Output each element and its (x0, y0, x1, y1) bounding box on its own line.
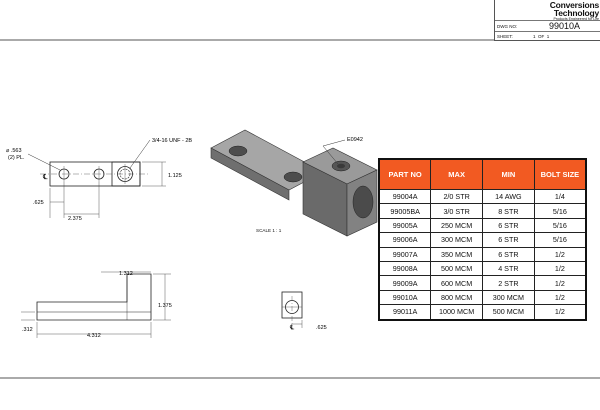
iso-tab-hole-2 (283, 171, 303, 183)
table-cell: 99008A (378, 260, 432, 277)
end-offset-dim: .625 (316, 325, 327, 331)
table-cell: 500 MCM (430, 260, 483, 277)
col-header-bolt-size: BOLT SIZE (533, 158, 587, 190)
table-cell: 1000 MCM (430, 304, 483, 321)
table-cell: 800 MCM (430, 289, 483, 306)
table-cell: 5/16 (533, 232, 587, 248)
iso-part-leader-2 (322, 145, 339, 165)
end-view-cl-symbol: ℄ (289, 324, 295, 331)
company-logo: Conversions Technology Products Engineer… (497, 0, 599, 21)
table-cell: 99004A (378, 188, 432, 205)
sheet-label: SHEET: (497, 34, 513, 39)
table-cell: 600 MCM (430, 275, 483, 291)
dwg-no-value: 99010A (549, 21, 581, 31)
table-cell: 99005BA (378, 203, 432, 219)
table-cell: 350 MCM (430, 246, 483, 262)
side-view-outline (36, 273, 152, 321)
table-cell: 6 STR (482, 217, 535, 234)
iso-wire-port (352, 185, 374, 219)
table-cell: 5/16 (533, 203, 587, 219)
table-cell: 2/0 STR (430, 188, 483, 205)
hole-leader (27, 153, 61, 171)
table-cell: 4 STR (482, 260, 535, 277)
dwg-no-row: DWG NO: 99010A (495, 20, 600, 32)
table-cell: 1/2 (533, 260, 587, 277)
table-cell: 14 AWG (482, 188, 535, 205)
length-dim: 4.312 (87, 333, 101, 339)
isometric-view: E0942 (210, 129, 378, 237)
table-cell: 3/0 STR (430, 203, 483, 219)
thread-callout: 3/4-16 UNF - 2B (152, 138, 192, 144)
table-cell: 8 STR (482, 203, 535, 219)
side-view: 1.312 1.375 .312 4.312 (21, 271, 172, 339)
table-cell: 250 MCM (430, 217, 483, 234)
thread-leader (129, 139, 151, 169)
table-cell: 6 STR (482, 246, 535, 262)
hole-callout: ⌀ .563 (6, 148, 22, 154)
table-cell: 99010A (378, 289, 432, 306)
table-cell: 1/2 (533, 246, 587, 262)
iso-tab-front-face (210, 147, 290, 201)
logo-line-1: Conversions (549, 0, 599, 10)
left-offset-dim: .625 (33, 200, 44, 206)
sheet-value: 1 OF 1 (533, 34, 550, 39)
sheet-row: SHEET: 1 OF 1 (495, 31, 600, 40)
end-view-outline (281, 291, 303, 319)
table-cell: 1/2 (533, 304, 587, 321)
table-cell: 5/16 (533, 217, 587, 234)
top-view: ⌀ .563 (2) PL. 3/4-16 UNF - 2B 1.125 .62… (6, 138, 192, 222)
table-cell: 1/4 (533, 188, 587, 205)
col-header-part-no: PART NO (378, 158, 432, 190)
iso-part-leader (322, 139, 346, 147)
iso-tab-hole-1 (228, 145, 248, 157)
table-cell: 99009A (378, 275, 432, 291)
title-block: Conversions Technology Products Engineer… (494, 0, 600, 41)
dwg-no-label: DWG NO: (497, 24, 518, 29)
col-header-max: MAX (430, 158, 483, 190)
table-cell: 300 MCM (430, 232, 483, 248)
logo-line-2: Technology (553, 8, 599, 18)
iso-part-label: E0942 (347, 137, 363, 143)
height-dim: 1.125 (168, 173, 182, 179)
table-header-row: PART NO MAX MIN BOLT SIZE (378, 158, 587, 190)
table-cell: 500 MCM (482, 304, 535, 321)
end-view: .625 ℄ (281, 291, 327, 331)
table-cell: 99007A (378, 246, 432, 262)
table-cell: 1/2 (533, 275, 587, 291)
width-dim: 1.312 (119, 271, 133, 277)
table-cell: 99005A (378, 217, 432, 234)
col-header-min: MIN (482, 158, 535, 190)
table-cell: 99011A (378, 304, 432, 321)
scale-label: SCALE 1 : 1 (256, 228, 282, 233)
table-cell: 300 MCM (482, 289, 535, 306)
table-cell: 1/2 (533, 289, 587, 306)
hole-callout-count: (2) PL. (8, 155, 25, 161)
iso-set-screw-socket (337, 163, 345, 169)
hole-spacing-dim: 2.375 (68, 216, 82, 222)
table-cell: 2 STR (482, 275, 535, 291)
table-cell: 6 STR (482, 232, 535, 248)
top-view-cl-symbol: ℄ (42, 174, 48, 181)
logo-tagline: Products Engineered for Life (553, 17, 599, 21)
table-cell: 99006A (378, 232, 432, 248)
thickness-dim: .312 (22, 327, 33, 333)
side-height-dim: 1.375 (158, 303, 172, 309)
